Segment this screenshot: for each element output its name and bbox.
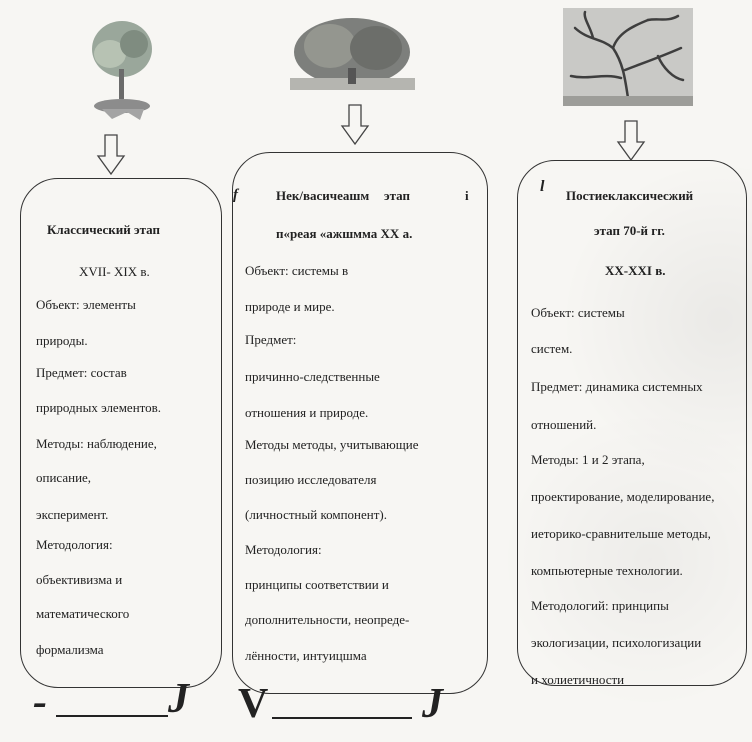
down-arrow-icon [96,134,126,176]
card2-line-1: п«реая «ажшмма XX а. [276,226,413,241]
card2-line-7: Методы методы, учитывающие [245,437,419,452]
card2-line-10: Методология: [245,542,322,557]
card1-line-7: Методы: наблюдение, [36,436,157,451]
card2-line-9: (личностный компонент). [245,507,387,522]
nonclassical-stage-card [232,152,488,694]
card1-line-10: Методология: [36,537,113,552]
card2-title-line-1c: i [465,188,469,203]
dense-crown-image [290,18,415,90]
card3-line-13: экологизации, психологизации [531,635,702,650]
card3-line-11: компьютерные технологии. [531,563,683,578]
bare-branches-image [563,8,693,106]
postnonclassical-stage-card [517,160,747,686]
card2-bottom-rule [272,717,412,719]
card1-bottom-mark-left: - [33,679,47,725]
card3-line-12: Методологий: принципы [531,598,669,613]
card2-line-3: природе и мире. [245,299,335,314]
card3-line-10: иеторико-сравнительше методы, [531,526,711,541]
card2-line-5: причинно-следственные [245,369,380,384]
leafy-tree-image [92,21,152,120]
card2-title-line-1b: этап [384,188,410,203]
card3-line-7: отношений. [531,417,597,432]
card1-bottom-rule [56,715,168,717]
card1-line-4: природы. [36,333,88,348]
card1-line-2: XVII- XIX в. [79,264,150,279]
card2-line-11: принципы соответствии и [245,577,389,592]
card1-line-6: природных элементов. [36,400,162,415]
card1-bottom-mark-right: J [168,676,189,722]
card1-line-9: эксперимент. [36,507,109,522]
card3-line-6: Предмет: динамика системных [531,379,703,394]
card1-line-11: объективизма и [36,572,123,587]
card1-line-3: Объект: элементы [36,297,136,312]
card1-line-8: описание, [36,470,92,485]
card2-pre-mark: f [233,187,238,203]
card3-line-1: Постиеклаксичесжий [566,188,694,203]
card3-line-8: Методы: 1 и 2 этапа, [531,452,645,467]
card3-line-14: и холиетичности [531,672,625,687]
card3-pre-mark: l [540,178,545,195]
card3-line-3: XX-XXI в. [605,263,666,278]
card2-bottom-mark-right: J [422,681,443,727]
card3-line-4: Объект: системы [531,305,625,320]
card1-line-13: формализма [36,642,104,657]
down-arrow-icon [616,120,646,162]
card2-line-4: Предмет: [245,332,297,347]
card2-line-2: Объект: системы в [245,263,349,278]
card2-title-line-1a: Нек/васичеашм [276,188,370,203]
card3-line-5: систем. [531,341,573,356]
down-arrow-icon [340,104,370,146]
classical-stage-card [20,178,222,688]
card1-line-12: математического [36,606,130,621]
card2-line-13: лённости, интуицшма [245,648,367,663]
card2-bottom-mark-left: V [238,681,269,727]
card2-line-6: отношения и природе. [245,405,369,420]
card3-line-9: проектирование, моделирование, [531,489,715,504]
card1-line-5: Предмет: состав [36,365,127,380]
card3-line-2: этап 70-й гг. [594,223,665,238]
card2-line-12: дополнительности, неопреде- [245,612,410,627]
card2-line-8: позицию исследователя [245,472,377,487]
card1-line-1: Классический этап [47,222,160,237]
